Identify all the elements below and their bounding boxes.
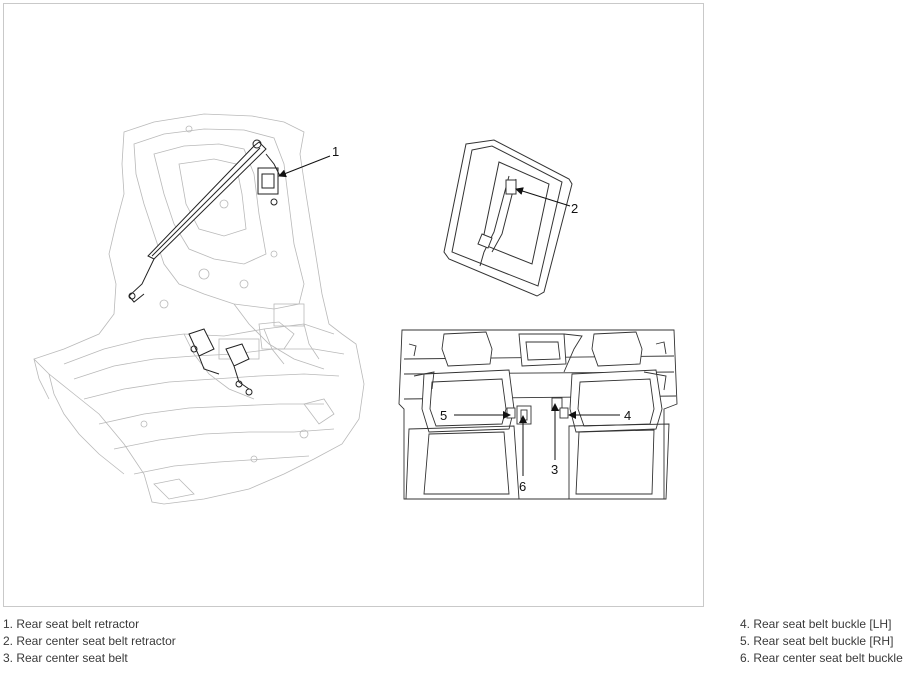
legend-item: 1. Rear seat belt retractor bbox=[3, 617, 140, 631]
callout-5: 5 bbox=[440, 408, 447, 423]
callout-4: 4 bbox=[624, 408, 631, 423]
callout-3: 3 bbox=[551, 462, 558, 477]
rear-seat-drawing bbox=[398, 329, 678, 500]
seat-back-drawing bbox=[443, 139, 573, 297]
callout-numbers: 1 2 3 4 5 6 bbox=[332, 144, 631, 494]
legend-right: 4. Rear seat belt buckle [LH] 5. Rear se… bbox=[740, 616, 903, 667]
diagram-frame: 1 2 3 4 5 6 bbox=[3, 3, 704, 607]
legend-item: 2. Rear center seat belt retractor bbox=[3, 634, 176, 648]
vehicle-body-drawing bbox=[33, 113, 365, 505]
rear-belt-assembly bbox=[128, 139, 281, 396]
callout-leaders bbox=[278, 155, 620, 476]
callout-1: 1 bbox=[332, 144, 339, 159]
legend-item: 5. Rear seat belt buckle [RH] bbox=[740, 634, 894, 648]
diagram-canvas: 1 2 3 4 5 6 bbox=[33, 113, 678, 505]
callout-2: 2 bbox=[571, 201, 578, 216]
legend-item: 3. Rear center seat belt bbox=[3, 651, 128, 665]
legend-item: 6. Rear center seat belt buckle bbox=[740, 651, 903, 665]
legend-item: 4. Rear seat belt buckle [LH] bbox=[740, 617, 892, 631]
legend-left: 1. Rear seat belt retractor 2. Rear cent… bbox=[3, 616, 176, 667]
callout-6: 6 bbox=[519, 479, 526, 494]
